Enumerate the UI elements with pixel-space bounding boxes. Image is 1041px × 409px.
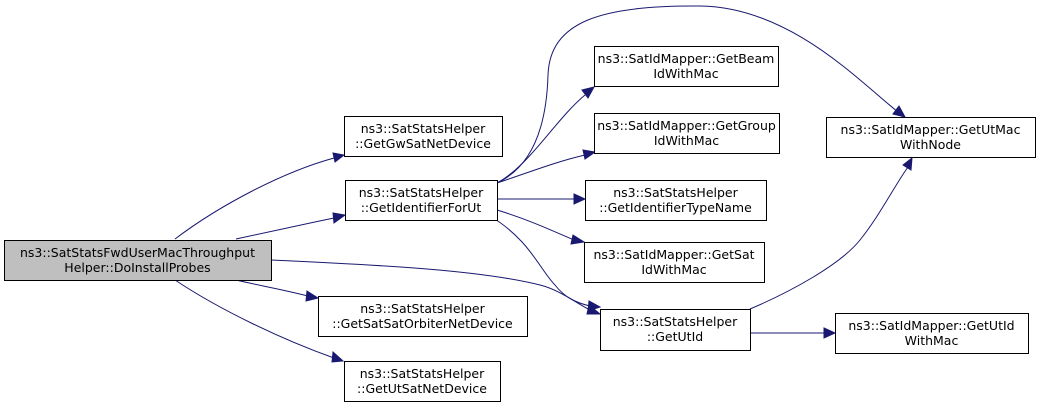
node-label-line: ns3::SatStatsHelper: [360, 301, 485, 316]
edge-root-to-utdev: [174, 279, 345, 363]
node-utid[interactable]: ns3::SatStatsHelper::GetUtId: [600, 309, 751, 351]
node-label-line: ns3::SatStatsHelper: [361, 121, 486, 136]
node-box: [600, 309, 751, 351]
node-label-line: ns3::SatStatsHelper: [613, 185, 738, 200]
node-box: [594, 113, 780, 154]
node-gwdev[interactable]: ns3::SatStatsHelper::GetGwSatNetDevice: [344, 116, 503, 157]
node-box: [826, 117, 1036, 158]
edge-ident-to-satid: [496, 209, 586, 245]
edge-ident-to-beam: [496, 86, 595, 184]
edge-utid-to-utidmac: [751, 327, 837, 339]
edge-root-to-ident: [235, 212, 347, 240]
node-label-line: ns3::SatStatsHelper: [613, 314, 738, 329]
node-label-line: ::GetUtSatNetDevice: [357, 381, 487, 396]
node-box: [344, 116, 503, 157]
edge-ident-to-utid: [489, 215, 602, 312]
node-label-line: ::GetGwSatNetDevice: [355, 136, 491, 151]
node-label-line: ns3::SatStatsHelper: [360, 366, 485, 381]
node-box: [318, 296, 528, 337]
node-box: [835, 313, 1029, 354]
node-box: [585, 180, 767, 221]
node-box: [344, 361, 501, 402]
node-box: [584, 242, 765, 283]
node-box: [345, 180, 498, 221]
edge-root-to-gwdev: [174, 152, 346, 240]
node-root[interactable]: ns3::SatStatsFwdUserMacThroughputHelper:…: [4, 240, 272, 281]
edge-ident-to-group: [496, 149, 597, 184]
node-label-line: Helper::DoInstallProbes: [64, 260, 210, 275]
node-label-line: WithMac: [905, 333, 959, 348]
node-orbdev[interactable]: ns3::SatStatsHelper::GetSatSatOrbiterNet…: [318, 296, 528, 337]
node-label-line: IdWithMac: [654, 133, 719, 148]
node-label-line: IdWithMac: [641, 262, 706, 277]
node-typen[interactable]: ns3::SatStatsHelper::GetIdentifierTypeNa…: [585, 180, 767, 221]
node-label-line: ::GetIdentifierTypeName: [599, 200, 752, 215]
node-label-line: ns3::SatIdMapper::GetUtMac: [841, 122, 1021, 137]
node-label-line: ns3::SatStatsHelper: [359, 185, 484, 200]
node-ident[interactable]: ns3::SatStatsHelper::GetIdentifierForUt: [345, 180, 498, 221]
edge-layer: [174, 5, 913, 363]
node-label-line: ::GetIdentifierForUt: [361, 200, 482, 215]
edge-root-to-orbdev: [235, 279, 320, 302]
node-box: [594, 46, 779, 87]
node-label-line: ns3::SatIdMapper::GetBeam: [598, 51, 775, 66]
node-label-line: ns3::SatIdMapper::GetGroup: [597, 118, 776, 133]
node-label-line: ::GetSatSatOrbiterNetDevice: [332, 316, 513, 331]
node-label-line: ns3::SatIdMapper::GetUtId: [848, 318, 1014, 333]
node-box: [4, 240, 272, 281]
node-label-line: WithNode: [900, 137, 961, 152]
edge-ident-to-typen: [497, 193, 587, 205]
edge-ident-to-utmac: [496, 5, 906, 184]
node-label-line: IdWithMac: [653, 66, 718, 81]
node-layer: ns3::SatStatsFwdUserMacThroughputHelper:…: [4, 46, 1036, 402]
edge-utid-to-utmac: [749, 156, 913, 310]
node-label-line: ::GetUtId: [647, 329, 703, 344]
node-utdev[interactable]: ns3::SatStatsHelper::GetUtSatNetDevice: [344, 361, 501, 402]
node-label-line: ns3::SatStatsFwdUserMacThroughput: [20, 245, 255, 260]
node-label-line: ns3::SatIdMapper::GetSat: [593, 247, 754, 262]
